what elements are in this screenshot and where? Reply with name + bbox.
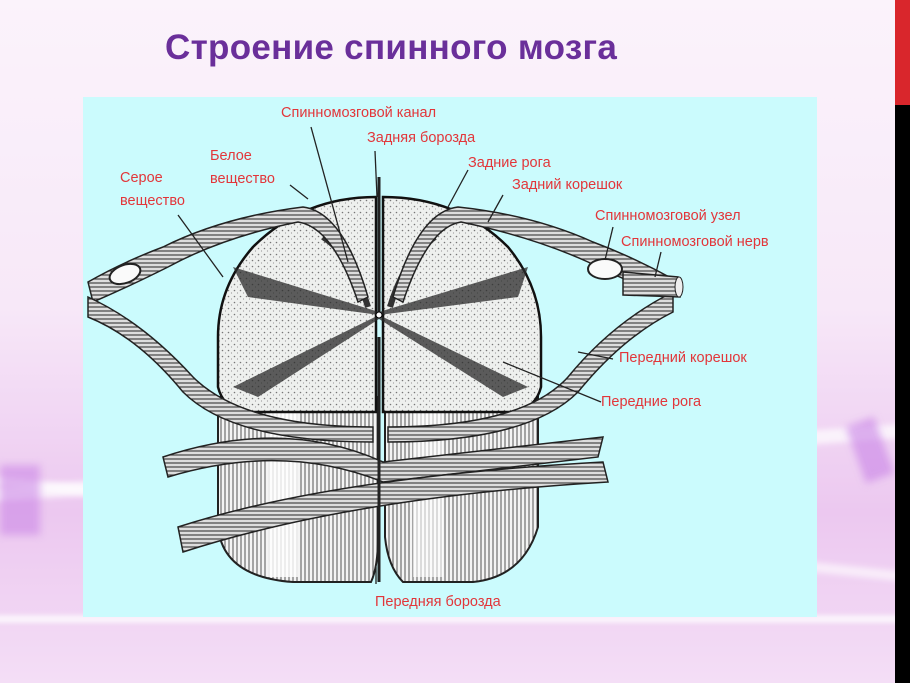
spinal-cord-illustration bbox=[87, 126, 684, 584]
diagram-panel: Спинномозговой канал Задняя борозда Задн… bbox=[83, 97, 817, 617]
background-violet-band bbox=[845, 416, 895, 484]
label-anterior-root: Передний корешок bbox=[619, 350, 747, 366]
label-posterior-sulcus: Задняя борозда bbox=[367, 130, 476, 146]
leader-lines bbox=[177, 126, 662, 584]
right-ganglion bbox=[587, 258, 623, 280]
background-violet-band bbox=[0, 465, 40, 535]
label-white-matter-line2: вещество bbox=[210, 171, 275, 187]
lower-nerve-bundles bbox=[162, 436, 609, 553]
label-spinal-nerve: Спинномозговой нерв bbox=[621, 234, 769, 250]
edge-bar-black bbox=[895, 105, 910, 683]
label-gray-matter-line2: вещество bbox=[120, 193, 185, 209]
left-ganglion bbox=[108, 262, 142, 286]
label-anterior-horns: Передние рога bbox=[601, 394, 702, 410]
label-gray-matter-line1: Серое bbox=[120, 170, 163, 186]
label-posterior-root: Задний корешок bbox=[512, 177, 623, 193]
label-anterior-fissure: Передняя борозда bbox=[375, 594, 501, 610]
label-white-matter-line1: Белое bbox=[210, 148, 252, 164]
nerve-roots bbox=[87, 206, 684, 443]
label-spinal-canal: Спинномозговой канал bbox=[281, 105, 437, 121]
slide-title: Строение спинного мозга bbox=[165, 28, 618, 67]
label-posterior-horns: Задние рога bbox=[468, 155, 551, 171]
edge-bar-red bbox=[895, 0, 910, 105]
label-spinal-ganglion: Спинномозговой узел bbox=[595, 208, 741, 224]
